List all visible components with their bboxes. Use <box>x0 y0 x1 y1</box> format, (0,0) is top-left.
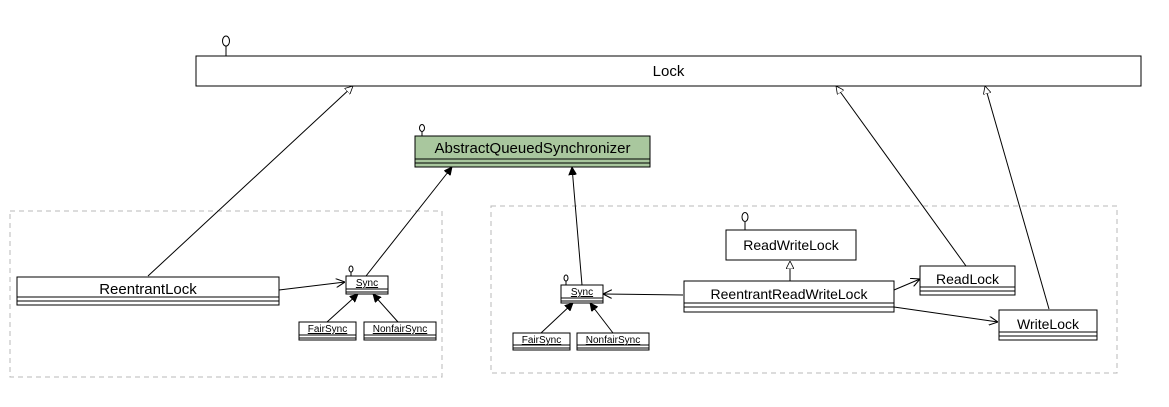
class-abstract-queued-synchronizer[interactable]: AbstractQueuedSynchronizer <box>414 124 651 168</box>
class-write-lock-name: WriteLock <box>1017 316 1080 332</box>
class-sync-left-name: Sync <box>356 278 378 289</box>
class-read-write-lock[interactable]: ReadWriteLock <box>725 212 857 261</box>
class-fair-sync-left-name: FairSync <box>308 324 347 335</box>
interface-lollipop-icon <box>348 265 354 273</box>
interface-lollipop-icon <box>563 274 569 282</box>
class-nonfair-sync-right-name: NonfairSync <box>586 335 640 346</box>
edge-fairsync-right-to-sync <box>540 303 573 334</box>
interface-lollipop-icon <box>419 124 425 132</box>
class-nonfair-sync-left[interactable]: NonfairSync <box>363 321 437 341</box>
class-lock[interactable]: Lock <box>195 35 1142 87</box>
class-read-write-lock-name: ReadWriteLock <box>743 237 839 253</box>
reentrant-lock-group-frame <box>9 210 443 378</box>
class-fair-sync-right[interactable]: FairSync <box>512 332 571 351</box>
edge-sync-right-to-aqs <box>572 167 583 286</box>
edge-nonfairsync-left-to-sync <box>373 294 399 323</box>
edge-reentrantlock-to-sync-left <box>278 282 345 291</box>
class-read-lock[interactable]: ReadLock <box>919 265 1016 296</box>
class-lock-name: Lock <box>653 63 685 80</box>
class-reentrant-lock[interactable]: ReentrantLock <box>16 276 280 306</box>
class-fair-sync-right-name: FairSync <box>522 335 561 346</box>
edge-rrwl-to-sync-right <box>603 294 684 295</box>
interface-lollipop-icon <box>741 212 749 222</box>
class-sync-right[interactable]: Sync <box>560 274 604 304</box>
edge-sync-left-to-aqs <box>365 167 452 277</box>
edge-readlock-to-lock <box>836 86 967 267</box>
class-write-lock[interactable]: WriteLock <box>998 309 1098 341</box>
class-aqs-name: AbstractQueuedSynchronizer <box>435 140 631 157</box>
interface-lollipop-icon <box>222 35 230 47</box>
edge-reentrantlock-to-lock <box>147 86 353 277</box>
edge-rrwl-to-writelock <box>893 306 998 322</box>
class-reentrant-read-write-lock-name: ReentrantReadWriteLock <box>711 286 869 302</box>
class-reentrant-read-write-lock[interactable]: ReentrantReadWriteLock <box>683 280 895 313</box>
class-fair-sync-left[interactable]: FairSync <box>298 321 357 341</box>
class-sync-right-name: Sync <box>571 287 593 298</box>
edge-fairsync-left-to-sync <box>326 294 358 323</box>
class-read-lock-name: ReadLock <box>936 271 1000 287</box>
edge-writelock-to-lock <box>985 86 1050 310</box>
class-nonfair-sync-right[interactable]: NonfairSync <box>576 332 650 351</box>
edge-rrwl-to-readlock <box>893 279 920 291</box>
edge-nonfairsync-right-to-sync <box>590 303 614 334</box>
class-nonfair-sync-left-name: NonfairSync <box>373 324 427 335</box>
class-sync-left[interactable]: Sync <box>345 265 389 295</box>
class-reentrant-lock-name: ReentrantLock <box>99 281 197 298</box>
